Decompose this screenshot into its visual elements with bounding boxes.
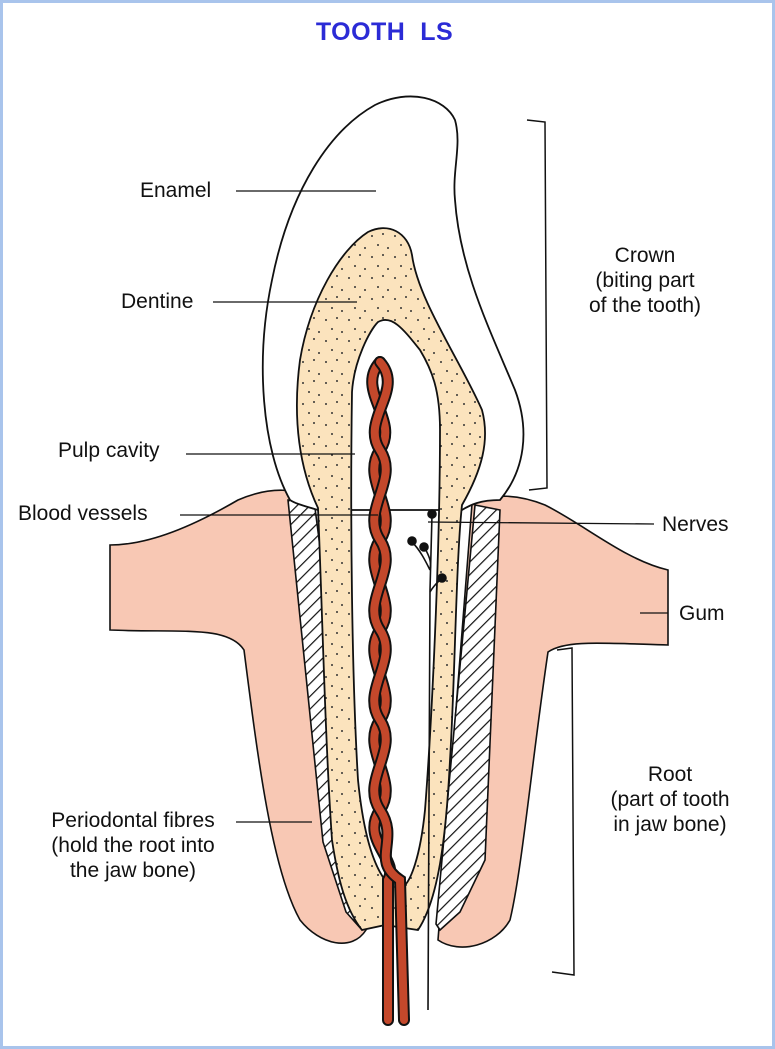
label-crown-line-3: of the tooth) [588, 294, 702, 317]
label-pulp-cavity: Pulp cavity [58, 439, 160, 462]
blood-vessels [366, 356, 410, 1026]
label-enamel: Enamel [140, 179, 212, 202]
label-nerves: Nerves [662, 513, 729, 536]
label-periodontal-line-3: the jaw bone) [69, 859, 197, 882]
label-crown: Crown (biting part of the tooth) [565, 243, 725, 318]
nerves [407, 509, 447, 1011]
label-root-line-1: Root [647, 763, 693, 786]
label-blood-vessels: Blood vessels [18, 502, 148, 525]
dentine [296, 227, 486, 931]
label-periodontal-line-1: Periodontal fibres [51, 809, 215, 832]
label-crown-line-1: Crown [614, 244, 676, 267]
label-crown-line-2: (biting part [595, 269, 695, 292]
crown-bracket [526, 119, 548, 491]
label-root-line-2: (part of tooth [610, 788, 730, 811]
label-dentine: Dentine [121, 290, 194, 313]
diagram-title: TOOTH LS [315, 18, 454, 46]
root-bracket [551, 647, 575, 976]
label-periodontal-line-2: (hold the root into [51, 834, 215, 857]
leader-lines [180, 190, 668, 823]
label-root: Root (part of tooth in jaw bone) [585, 762, 755, 837]
periodontal-fibres [435, 504, 501, 932]
label-gum: Gum [679, 602, 725, 625]
label-periodontal-fibres: Periodontal fibres (hold the root into t… [32, 808, 234, 883]
label-root-line-3: in jaw bone) [613, 813, 727, 836]
